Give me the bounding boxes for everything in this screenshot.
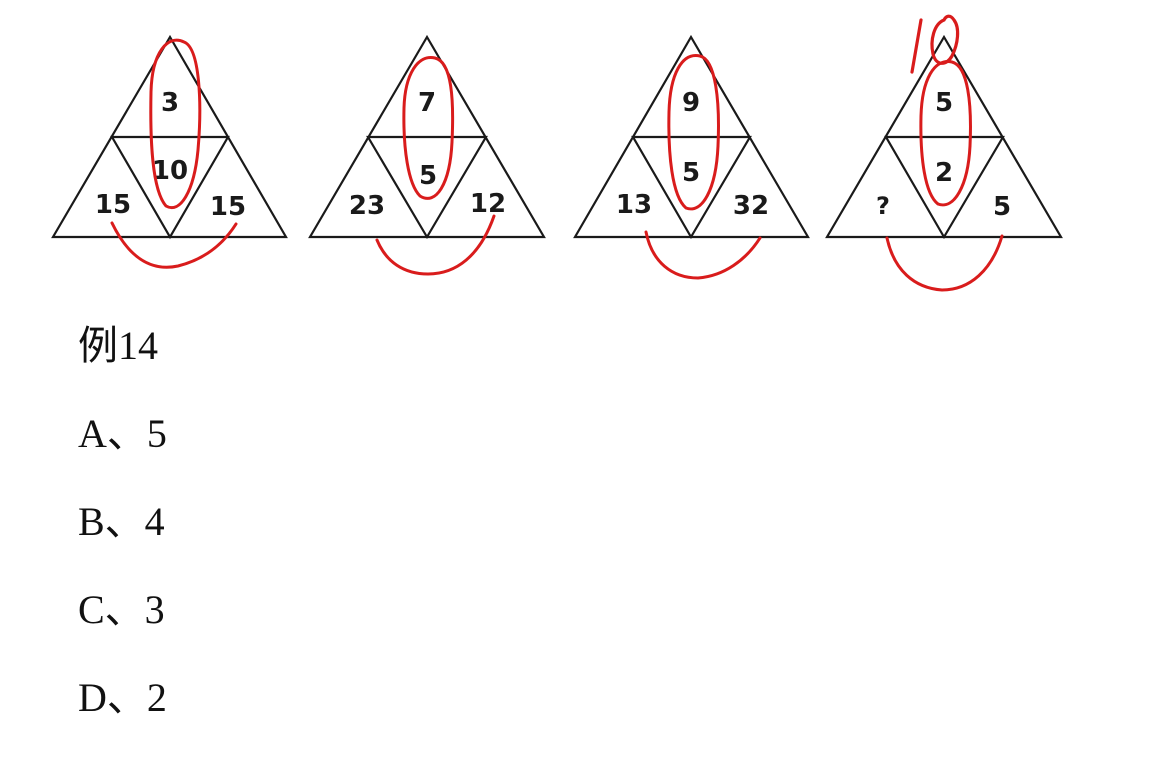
option-a[interactable]: A、5 <box>78 411 167 456</box>
handwritten-answer-mark <box>910 14 960 74</box>
puzzle-4-left-number: ? <box>876 192 890 220</box>
triangle-puzzle-1: 3 10 15 15 <box>51 34 288 269</box>
puzzle-4-top-number: 5 <box>935 88 953 118</box>
puzzle-2-center-circle-mark <box>402 56 455 200</box>
question-title: 例14 <box>78 323 158 368</box>
puzzle-4-bottom-arc-mark <box>885 234 1004 292</box>
puzzle-2-top-number: 7 <box>418 88 436 118</box>
puzzle-3-center-number: 5 <box>682 158 700 188</box>
triangle-puzzle-4: 5 2 ? 5 <box>825 14 1063 292</box>
puzzle-3-right-number: 32 <box>733 191 769 221</box>
option-d[interactable]: D、2 <box>78 675 167 720</box>
puzzle-4-center-number: 2 <box>935 158 953 188</box>
option-b[interactable]: B、4 <box>78 499 165 544</box>
puzzle-4-center-circle-mark <box>919 60 972 207</box>
puzzle-2-right-number: 12 <box>470 189 506 219</box>
puzzle-1-bottom-arc-mark <box>110 221 238 269</box>
puzzle-3-center-circle-mark <box>667 54 720 211</box>
triangle-puzzle-2: 7 5 23 12 <box>308 34 546 276</box>
puzzle-3-top-number: 9 <box>682 88 700 118</box>
puzzle-1-center-circle-mark <box>149 38 202 210</box>
puzzle-1-top-number: 3 <box>161 88 179 118</box>
puzzle-1-left-number: 15 <box>95 190 131 220</box>
puzzle-1-right-number: 15 <box>210 192 246 222</box>
puzzle-3-left-number: 13 <box>616 190 652 220</box>
triangle-puzzle-figure: 3 10 15 15 7 5 23 12 9 5 13 32 5 2 ? 5 <box>51 14 1063 292</box>
puzzle-1-center-number: 10 <box>152 156 188 186</box>
option-c[interactable]: C、3 <box>78 587 165 632</box>
triangle-puzzle-3: 9 5 13 32 <box>573 34 810 280</box>
puzzle-2-bottom-arc-mark <box>375 214 496 276</box>
puzzle-3-bottom-arc-mark <box>644 230 762 280</box>
puzzle-4-right-number: 5 <box>993 192 1011 222</box>
puzzle-2-center-number: 5 <box>419 161 437 191</box>
puzzle-2-left-number: 23 <box>349 191 385 221</box>
